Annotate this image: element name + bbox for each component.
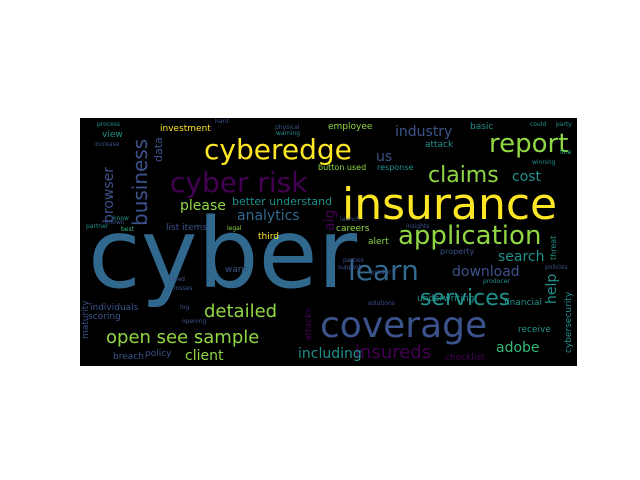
word-scoring: scoring [88,312,121,322]
word-log: log [180,304,189,311]
word-coverage: coverage [320,305,487,346]
word-policies: policies [545,264,568,271]
word-fine: fine [560,149,572,156]
word-physical: physical [275,124,300,131]
word-process: process [97,121,120,128]
word-button-used: button used [318,163,366,172]
word-underwriting: underwriting [417,294,474,304]
word-want: want [225,265,248,275]
word-warning: warning [276,130,300,137]
word-adobe: adobe [496,340,540,356]
word-cloud-background [80,118,577,366]
word-response: response [377,163,413,172]
word-open-see-sample: open see sample [106,327,259,348]
word-partner: partner [86,223,109,230]
word-attack: attack [425,140,454,150]
word-need: need [170,276,185,283]
word-help: help [544,274,560,304]
word-opening: opening [182,318,206,325]
word-data: data [152,137,165,162]
word-download: download [452,264,520,280]
word-increase: increase [94,141,120,148]
word-losses: losses [174,285,192,292]
word-threat: threat [549,236,558,260]
word-cyber: cyber [88,198,358,310]
word-claims: claims [428,163,499,188]
word-maturity: maturity [81,300,91,339]
word-support: support [338,264,362,271]
word-please: please [180,198,226,214]
word-basic: basic [470,122,493,132]
word-policy: policy [145,349,172,359]
word-view: view [102,130,123,140]
word-employee: employee [328,122,373,132]
word-application: application [398,221,541,251]
word-industry: industry [395,124,452,140]
word-detailed: detailed [204,301,277,322]
word-cybersecurity: cybersecurity [564,291,574,353]
word-cost: cost [512,169,542,185]
word-third: third [258,232,279,242]
word-search: search [498,249,545,265]
word-services: services [420,286,510,311]
word-hard: hard [215,118,229,125]
word-breach: breach [113,352,144,362]
word-cyberedge: cyberedge [204,133,352,166]
word-analytics: analytics [237,208,300,224]
word-list-items: list items [166,223,207,233]
word-could: could [530,121,546,128]
word-checklist: checklist [445,353,485,363]
word-party: party [556,121,572,128]
word-business: business [128,139,152,226]
word-product: product [371,269,395,276]
word-insurance: insurance [342,179,557,230]
word-browser: browser [101,167,117,223]
word-cyber-risk: cyber risk [170,166,308,199]
word-best: best [121,226,135,233]
word-parties: parties [343,257,364,264]
word-investment: investment [160,124,211,134]
word-attacks: attacks [304,308,314,341]
word-financial: financial [504,298,542,308]
word-legal: legal [227,225,242,232]
word-including: including [298,346,362,362]
word-careers: careers [336,224,370,234]
word-producer: producer [483,278,510,285]
word-know: know [113,215,129,222]
word-alert: alert [368,237,389,247]
word-property: property [440,247,475,256]
word-solutions: solutions [368,300,395,307]
word-receive: receive [518,325,551,335]
word-report: report [489,129,568,159]
word-individuals: individuals [90,303,139,313]
word-known: known [105,219,125,226]
word-launch: launch [340,216,360,223]
word-insights: insights [406,223,429,230]
word-better-understand: better understand [232,195,332,208]
word-insureds: insureds [355,342,431,363]
word-winning: winning [532,159,556,166]
word-learn: learn [348,254,419,287]
word-aig: aig [322,210,338,231]
word-client: client [185,348,224,364]
word-us: us [376,149,392,165]
